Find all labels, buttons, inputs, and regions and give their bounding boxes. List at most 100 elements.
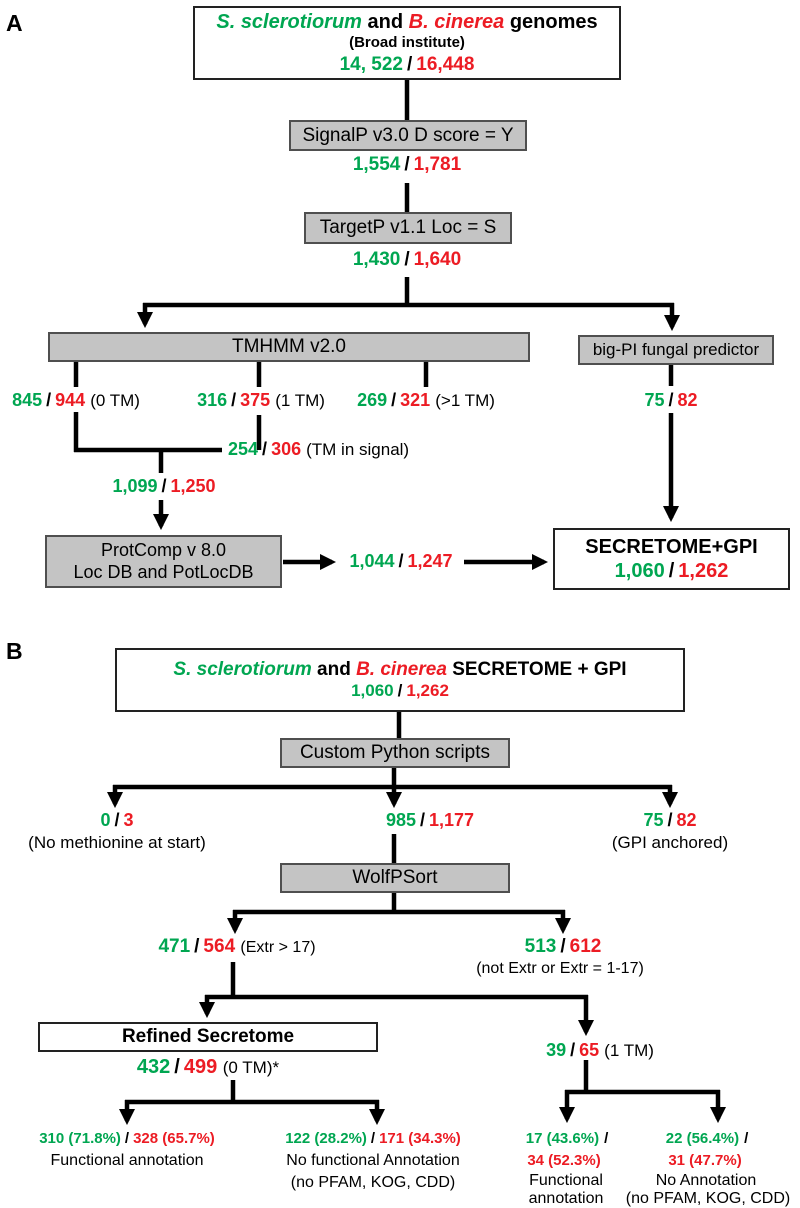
no-annotation-1tm-green: 22 (56.4%)/ [666,1130,749,1147]
count-note: (1 TM) [604,1041,654,1060]
count-red: 82 [677,390,698,410]
tm-multi-counts: 269/321 (>1 TM) [357,390,495,411]
tm-zero-counts: 845/944 (0 TM) [12,390,140,411]
targetp-box: TargetP v1.1 Loc = S [304,212,512,244]
genomes-box-counts: 14, 522/16,448 [340,53,475,76]
count-red: 82 [676,810,697,830]
count-red: 499 [183,1056,218,1078]
bigpi-box: big-PI fungal predictor [578,335,774,365]
slash: / [370,1130,376,1147]
not-extr-note: (not Extr or Extr = 1-17) [476,960,644,977]
signalp-box: SignalP v3.0 D score = Y [289,120,527,151]
slash: / [46,390,52,410]
gpi-anchored-counts: 75/82 [643,810,696,831]
refined-secretome-label: Refined Secretome [121,1026,295,1048]
count-red: 612 [569,936,602,957]
slash: / [744,1130,749,1147]
count-note: (TM in signal) [306,440,410,459]
species-cinerea: B. cinerea [408,11,505,34]
count-red: 1,781 [413,154,462,175]
slash: / [397,681,403,701]
count-note: (Extr > 17) [240,939,316,956]
panel-a-label: A [6,10,23,36]
secretome-gpi-counts: 1,060/1,262 [615,559,729,583]
count-green: 39 [546,1040,567,1060]
protcomp-counts: 1,044/1,247 [349,551,452,572]
protcomp-box-line1: ProtComp v 8.0 [100,539,227,560]
wolfpsort-label: WolfPSort [352,867,438,889]
count-green: 75 [644,390,665,410]
count-red: 1,640 [413,249,462,270]
python-scripts-box: Custom Python scripts [280,738,510,768]
count-green: 1,554 [352,154,401,175]
count-green: 432 [136,1056,171,1078]
no-annotation-1tm-label2: (no PFAM, KOG, CDD) [625,1190,791,1207]
passed-counts: 985/1,177 [386,810,474,831]
species-cinerea: B. cinerea [356,659,447,681]
count-note: (1 TM) [275,391,325,410]
count-green: 254 [228,439,259,459]
no-functional-0tm-label1: No functional Annotation [286,1152,460,1169]
conjunction-text: and [367,11,404,34]
tm-one-counts: 316/375 (1 TM) [197,390,325,411]
no-annotation-1tm-red: 31 (47.7%) [668,1152,741,1169]
signalp-box-label: SignalP v3.0 D score = Y [302,124,514,146]
genomes-suffix: genomes [509,11,598,34]
count-green: 75 [643,810,664,830]
extr-counts: 471/564 (Extr > 17) [158,936,315,958]
refined-secretome-box: Refined Secretome [38,1022,378,1052]
bigpi-counts: 75/82 [644,390,697,411]
signalp-counts: 1,554/1,781 [353,154,461,176]
count-green: 985 [385,810,416,830]
count-red: 65 [579,1040,600,1060]
conjunction-text: and [317,659,351,681]
genomes-box-title: S. sclerotiorum and B. cinerea genomes [216,10,597,34]
secretome-input-counts: 1,060/1,262 [351,681,449,702]
count-green: 1,060 [614,560,665,582]
slash: / [124,1130,130,1147]
count-red: 1,262 [406,681,449,701]
count-red: 1,177 [429,810,475,830]
species-sclerotiorum: S. sclerotiorum [216,11,362,34]
count-green: 1,430 [352,249,401,270]
count-green: 845 [12,390,43,410]
genomes-box-subtitle: (Broad institute) [349,34,465,52]
count-green: 122 (28.2%) [285,1130,367,1147]
count-green: 17 (43.6%) [525,1130,600,1147]
slash: / [419,810,426,830]
no-methionine-counts: 0/3 [100,810,133,831]
refined-secretome-counts: 432/499 (0 TM)* [137,1056,279,1079]
secretome-input-box: S. sclerotiorum and B. cinerea SECRETOME… [115,648,685,712]
count-red: 564 [203,936,236,957]
count-red: 34 (52.3%) [527,1152,601,1169]
slash: / [391,390,397,410]
functional-1tm-red: 34 (52.3%) [527,1152,600,1169]
count-red: 1,247 [407,551,453,571]
no-methionine-note: (No methionine at start) [28,833,206,852]
genomes-box: S. sclerotiorum and B. cinerea genomes (… [193,6,621,80]
count-green: 1,060 [351,681,394,701]
count-red: 1,262 [678,560,729,582]
count-green: 0 [100,810,111,830]
bigpi-box-label: big-PI fungal predictor [592,339,760,359]
count-red: 328 (65.7%) [133,1130,215,1147]
slash: / [398,551,404,571]
slash: / [668,390,674,410]
slash: / [161,476,167,496]
functional-1tm-label1: Functional [529,1172,603,1189]
slash: / [174,1056,180,1078]
slash: / [667,810,673,830]
gpi-anchored-note: (GPI anchored) [611,833,729,852]
secretome-gpi-box: SECRETOME+GPI 1,060/1,262 [553,528,790,590]
count-green: 310 (71.8%) [39,1130,121,1147]
targetp-counts: 1,430/1,640 [353,249,461,271]
slash: / [407,53,413,75]
slash: / [194,936,200,957]
functional-0tm-counts: 310 (71.8%)/328 (65.7%) [39,1130,215,1147]
targetp-box-label: TargetP v1.1 Loc = S [319,217,497,239]
count-green: 14, 522 [339,53,403,75]
count-red: 31 (47.7%) [668,1152,742,1169]
count-red: 375 [240,390,271,410]
